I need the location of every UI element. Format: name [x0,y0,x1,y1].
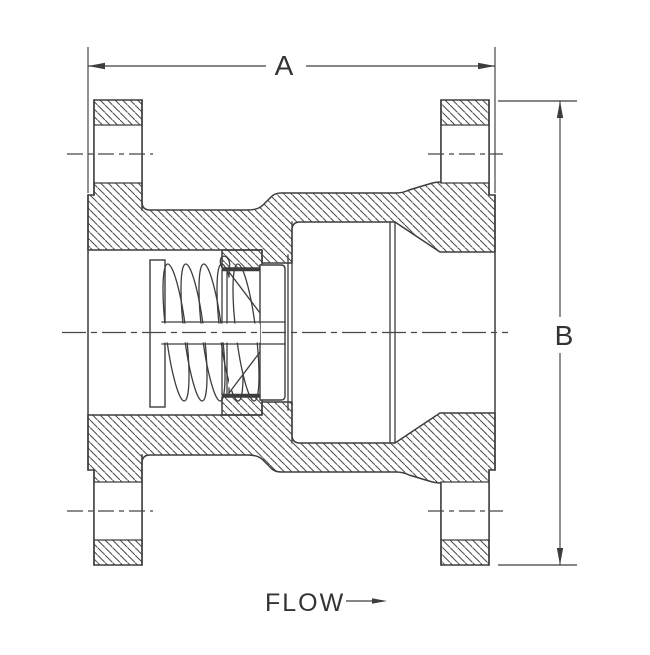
arrow-left-icon [88,62,105,70]
centerlines [62,153,508,512]
flow-arrow-icon [372,598,387,604]
arrow-down-icon [556,548,564,565]
dimension-a: A [87,47,496,193]
flow-label: FLOW [265,589,345,617]
dimension-b-label: B [555,320,574,351]
dimension-b: B [498,100,577,566]
valve-body-upper [87,99,496,264]
arrow-right-icon [478,62,495,70]
arrow-up-icon [556,101,564,118]
flow-annotation: FLOW [265,589,387,617]
valve-internals [149,221,396,444]
seat-ring-lower [221,393,263,416]
valve-body-lower [87,401,496,566]
dimension-a-label: A [275,50,294,81]
spring-end-hook [219,255,231,271]
